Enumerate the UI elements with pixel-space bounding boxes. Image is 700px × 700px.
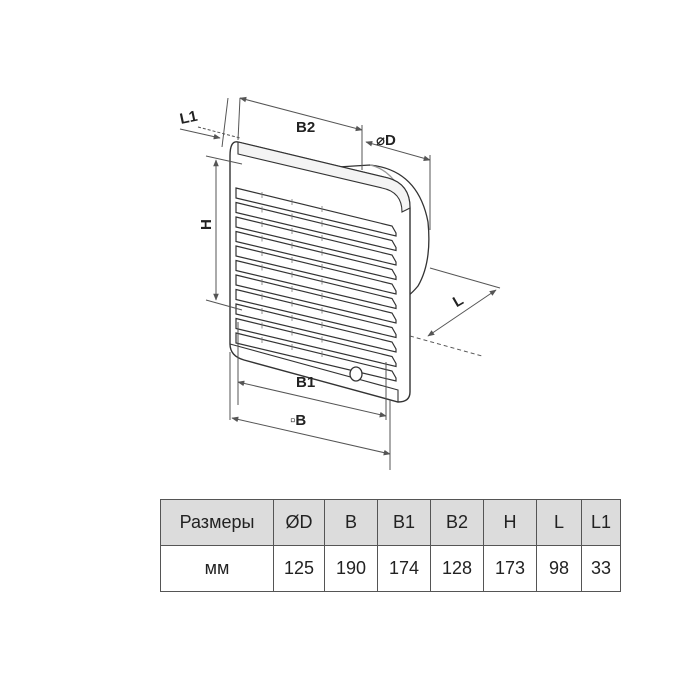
grille-hint (261, 279, 323, 299)
header-cell-b2: B2 (430, 499, 484, 546)
header-cell-h: H (483, 499, 537, 546)
grille-hint (261, 293, 323, 314)
grille-hint (261, 206, 323, 227)
louvre-slat (235, 187, 397, 237)
control-knob (349, 366, 363, 382)
cell-b: 190 (324, 545, 378, 592)
grille-hint (261, 250, 323, 270)
label-diameter: ⌀D (376, 132, 396, 149)
grille-hint (261, 192, 323, 212)
grille-hint (261, 322, 323, 343)
label-l: L (450, 292, 466, 311)
louvre-slat (235, 259, 397, 310)
grille-hint (261, 235, 323, 256)
louvre-slat (235, 288, 397, 339)
grille-hint (261, 264, 323, 285)
grille-hint (261, 308, 323, 328)
label-b1: B1 (296, 374, 315, 391)
dimension-lines (179, 96, 501, 470)
table-row: мм 125 190 174 128 173 98 33 (160, 545, 621, 592)
label-b: ▫B (290, 412, 306, 429)
louvre-slat (235, 245, 397, 295)
cell-b1: 174 (377, 545, 431, 592)
header-cell-b: B (324, 499, 378, 546)
header-cell-diameter: ØD (273, 499, 325, 546)
louvre-slat (235, 303, 397, 353)
label-h: H (198, 219, 215, 230)
header-cell-sizes: Размеры (160, 499, 274, 546)
header-cell-l: L (536, 499, 582, 546)
grille-hint (261, 337, 323, 357)
louvre-slat (235, 230, 397, 281)
label-l1: L1 (178, 108, 199, 128)
cell-b2: 128 (430, 545, 484, 592)
cell-h: 173 (483, 545, 537, 592)
cell-l1: 33 (581, 545, 621, 592)
louvre-slat (235, 201, 397, 252)
cell-l: 98 (536, 545, 582, 592)
table-header-row: Размеры ØD B B1 B2 H L L1 (160, 499, 621, 546)
grille-hint (261, 221, 323, 241)
fan-dimension-drawing: L1 B2 ⌀D H L B1 ▫B (178, 96, 501, 470)
header-cell-b1: B1 (377, 499, 431, 546)
dimensions-table: Размеры ØD B B1 B2 H L L1 мм 125 190 174… (160, 499, 621, 592)
louvre-slat (235, 317, 397, 368)
dimension-labels: L1 B2 ⌀D H L B1 ▫B (178, 108, 466, 429)
header-cell-l1: L1 (581, 499, 621, 546)
label-b2: B2 (296, 119, 315, 136)
louvre-slat (235, 274, 397, 324)
louvre-slat (235, 216, 397, 266)
cell-diameter: 125 (273, 545, 325, 592)
cell-unit: мм (160, 545, 274, 592)
